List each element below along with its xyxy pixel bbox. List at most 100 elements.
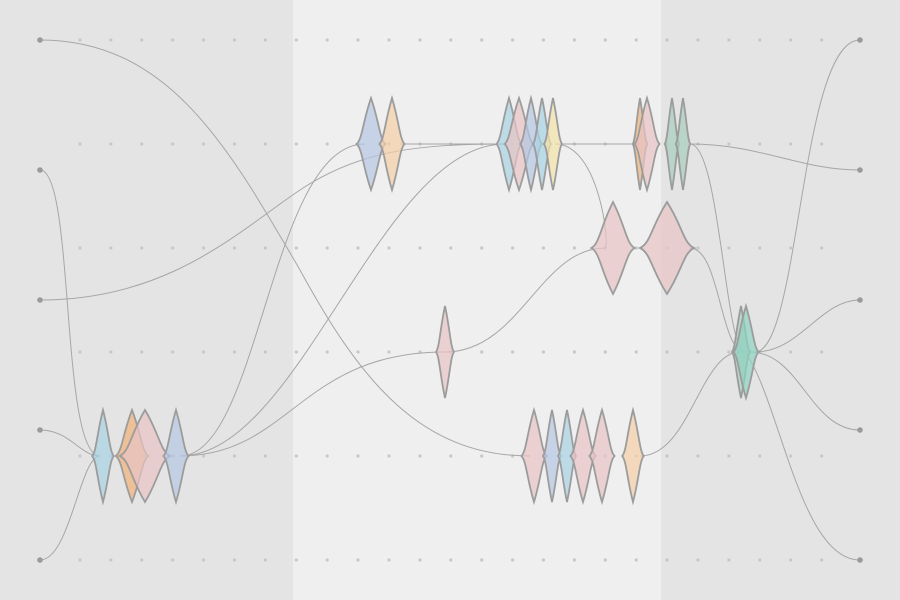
grid-dot — [572, 558, 577, 562]
flow-line — [179, 143, 506, 457]
grid-dot — [480, 558, 484, 562]
grid-dot — [78, 142, 82, 146]
grid-dot — [202, 246, 206, 250]
grid-dot — [480, 350, 484, 354]
lane-start-dot — [37, 167, 43, 173]
grid-dot — [665, 350, 669, 354]
grid-dot — [171, 350, 175, 354]
grid-dot — [325, 350, 329, 354]
grid-dot — [789, 558, 793, 562]
grid-dot — [232, 142, 237, 146]
grid-dot — [202, 350, 206, 354]
grid-dot — [325, 246, 329, 250]
grid-dot — [727, 246, 731, 250]
grid-dot — [294, 38, 298, 42]
event-shape — [589, 200, 637, 296]
grid-dot — [696, 38, 700, 42]
grid-dot — [572, 350, 577, 354]
grid-dot — [480, 246, 484, 250]
grid-dot — [418, 558, 422, 562]
grid-dot — [294, 246, 298, 250]
grid-dot — [294, 142, 298, 146]
grid-dot — [356, 454, 360, 458]
event-shape — [674, 97, 692, 191]
grid-dot — [696, 350, 700, 354]
grid-dot — [140, 38, 144, 42]
event-shape — [378, 94, 406, 194]
event-shape — [117, 408, 173, 504]
grid-dot — [789, 246, 793, 250]
grid-dot — [665, 38, 669, 42]
grid-dot — [603, 38, 607, 42]
grid-dot — [232, 38, 237, 42]
grid-dot — [171, 558, 175, 562]
grid-dot — [789, 454, 793, 458]
grid-dot — [263, 142, 267, 146]
flow-line — [39, 169, 101, 457]
event-shapes — [90, 94, 760, 506]
grid-dot — [758, 38, 762, 42]
flow-line — [754, 299, 861, 353]
flow-lines — [39, 39, 861, 561]
grid-dot — [232, 558, 237, 562]
band-right — [661, 0, 900, 600]
grid-dot — [541, 38, 546, 42]
grid-dot — [232, 246, 237, 250]
grid-dot — [109, 38, 113, 42]
grid-dot — [634, 350, 638, 354]
grid-dot — [78, 558, 82, 562]
grid-dot — [202, 38, 206, 42]
grid-dot — [387, 558, 391, 562]
event-shape — [633, 94, 661, 194]
grid-dot — [232, 454, 237, 458]
grid-dot — [418, 454, 422, 458]
grid-dot — [758, 246, 762, 250]
grid-dot — [480, 454, 484, 458]
event-shape — [620, 406, 646, 506]
event-shape — [732, 302, 760, 402]
grid-dot — [387, 38, 391, 42]
grid-dot — [171, 38, 175, 42]
grid-dot — [356, 350, 360, 354]
grid-dot — [665, 558, 669, 562]
grid-dot — [789, 142, 793, 146]
grid-dot — [449, 38, 453, 42]
event-shape — [90, 406, 116, 506]
grid-dot — [820, 350, 824, 354]
grid-dot — [758, 142, 762, 146]
grid-dot — [603, 558, 607, 562]
event-shape — [355, 95, 387, 193]
grid-dot — [820, 142, 824, 146]
grid-dot — [263, 350, 267, 354]
grid-dot — [325, 454, 329, 458]
grid-dot — [78, 38, 82, 42]
grid-dot — [78, 350, 82, 354]
grid-dot — [510, 350, 515, 354]
grid-dot — [140, 558, 144, 562]
grid-dot — [78, 246, 82, 250]
grid-dot — [325, 558, 329, 562]
grid-dot — [232, 350, 237, 354]
flow-line — [689, 143, 861, 171]
grid-dot — [634, 558, 638, 562]
grid-dot — [696, 454, 700, 458]
grid-dot — [820, 558, 824, 562]
grid-dot — [789, 350, 793, 354]
lane-start-dot — [37, 37, 43, 43]
event-shape — [588, 406, 616, 506]
grid-dot — [263, 38, 267, 42]
event-shape — [637, 200, 697, 296]
event-shape — [542, 97, 564, 191]
flow-line — [39, 39, 531, 457]
grid-dot — [603, 350, 607, 354]
grid-dot — [541, 558, 546, 562]
flow-line — [749, 351, 861, 431]
grid-dot — [109, 350, 113, 354]
grid-dot — [387, 454, 391, 458]
flow-line — [754, 39, 861, 353]
grid-dot — [727, 454, 731, 458]
grid-dot — [541, 350, 546, 354]
event-shape — [541, 409, 563, 503]
